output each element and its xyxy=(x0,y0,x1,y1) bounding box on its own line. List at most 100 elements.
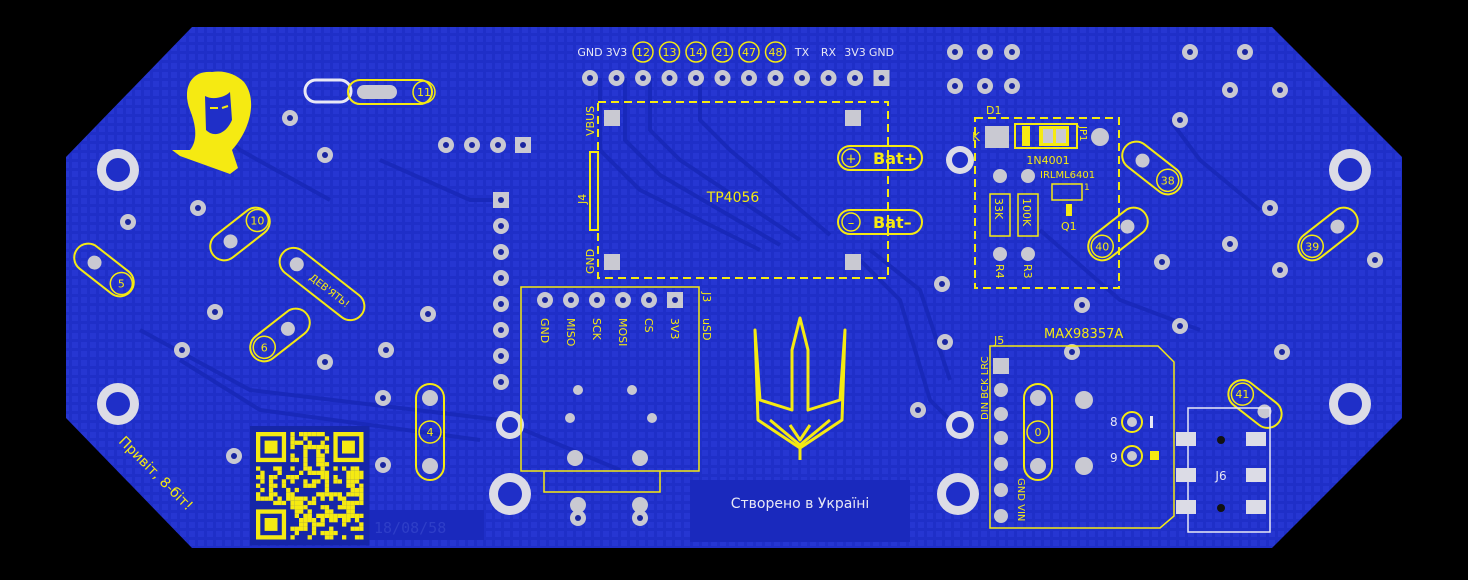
qr-module xyxy=(350,492,355,497)
qr-module xyxy=(294,487,299,493)
qr-module xyxy=(294,457,299,463)
qr-module xyxy=(273,500,278,506)
qr-module xyxy=(320,505,325,510)
qr-module xyxy=(286,492,291,497)
qr-module xyxy=(350,483,355,488)
qr-module xyxy=(294,440,299,445)
power-section: D1 K JP1 1N4001 IRLML6401 33K 100K R4 R3… xyxy=(972,104,1120,289)
amp-top-pins: DIN BCK LRC xyxy=(980,356,991,420)
qr-module xyxy=(354,518,360,523)
via-pad-hole xyxy=(322,359,328,365)
qr-module xyxy=(290,444,295,450)
qr-module xyxy=(346,483,351,488)
qr-module xyxy=(316,470,321,475)
qr-module xyxy=(303,457,308,463)
qr-module xyxy=(268,487,274,493)
qr-module xyxy=(329,526,334,531)
qr-module xyxy=(342,522,347,527)
qr-module xyxy=(290,436,295,441)
qr-module xyxy=(294,475,299,480)
button-label-0: 0 xyxy=(1035,426,1042,439)
r3-ref: R3 xyxy=(1021,264,1034,279)
via-pad-hole xyxy=(637,515,643,521)
header-pin-label: GND xyxy=(577,46,602,59)
via-pad-hole xyxy=(322,152,328,158)
qr-module xyxy=(307,432,312,437)
made-in-text: Створено в Україні xyxy=(731,496,870,512)
qr-module xyxy=(342,535,347,540)
header-pin-label: 3V3 xyxy=(844,46,866,59)
qr-module xyxy=(316,462,321,467)
via-pad-hole xyxy=(952,83,958,89)
qr-module xyxy=(303,483,308,488)
qr-module xyxy=(333,479,338,484)
button-slot-39: 39 xyxy=(1297,206,1359,262)
qr-module xyxy=(268,483,274,488)
qr-module xyxy=(277,496,282,501)
qr-module xyxy=(260,475,265,480)
qr-module xyxy=(346,500,351,506)
qr-module xyxy=(354,535,360,540)
via-pad-hole xyxy=(1277,267,1283,273)
qr-module xyxy=(320,432,325,437)
qr-module xyxy=(290,432,295,437)
via-pad-hole xyxy=(212,309,218,315)
header-pad-hole xyxy=(693,75,699,81)
tp-gnd-label: GND xyxy=(584,249,597,274)
header-pad-hole xyxy=(719,75,726,81)
date-code: 18/08/58 xyxy=(374,519,446,537)
button-label-4: 4 xyxy=(427,426,434,439)
qr-module xyxy=(264,496,269,501)
qr-module xyxy=(329,518,334,523)
qr-module xyxy=(324,436,330,441)
qr-module xyxy=(354,475,360,480)
qr-module xyxy=(320,513,325,518)
via-pad-hole xyxy=(575,515,581,521)
qr-module xyxy=(256,496,261,501)
k-label: K xyxy=(972,130,981,144)
qr-module xyxy=(311,470,317,475)
qr-module xyxy=(311,530,317,536)
via-pad-hole xyxy=(939,281,945,287)
board-outline xyxy=(66,27,1402,548)
sd-j3-label: J3 xyxy=(700,291,713,302)
qr-module xyxy=(354,487,360,493)
via-pad-hole xyxy=(179,347,185,353)
qr-module xyxy=(256,466,261,471)
qr-module xyxy=(303,436,308,441)
qr-module xyxy=(290,479,295,484)
header-pad-hole xyxy=(852,75,858,81)
button-slot-5: 5 xyxy=(73,242,135,298)
qr-module xyxy=(273,483,278,488)
qr-module xyxy=(324,470,330,475)
qr-module xyxy=(299,522,304,527)
qr-module xyxy=(307,470,312,475)
via-pad-hole xyxy=(952,49,958,55)
button-slot-38: 38 xyxy=(1121,140,1183,196)
qr-module xyxy=(303,522,308,527)
qr-module xyxy=(354,479,360,484)
amp-bottom-pins: GND VIN xyxy=(1015,478,1026,521)
qr-module xyxy=(299,526,304,531)
traces xyxy=(139,78,1262,472)
qr-module xyxy=(256,475,261,480)
q1-pin1: 1 xyxy=(1084,183,1090,193)
via-pad-hole xyxy=(1279,349,1285,355)
header-pad-hole xyxy=(825,75,832,81)
r3-value: 100K xyxy=(1020,198,1033,227)
qr-module xyxy=(316,432,321,437)
qr-module xyxy=(329,496,334,501)
through-hole-pads xyxy=(120,44,1383,526)
header-pad-hole xyxy=(587,75,593,81)
header-pin-badge xyxy=(738,41,760,63)
qr-module xyxy=(320,518,325,523)
qr-module xyxy=(303,432,308,437)
qr-module xyxy=(342,505,347,510)
header-pin-label: 21 xyxy=(716,46,730,59)
via-pad-hole xyxy=(982,83,988,89)
qr-module xyxy=(311,479,317,484)
vertical-header xyxy=(493,192,509,390)
button-label-41: 41 xyxy=(1235,388,1249,401)
